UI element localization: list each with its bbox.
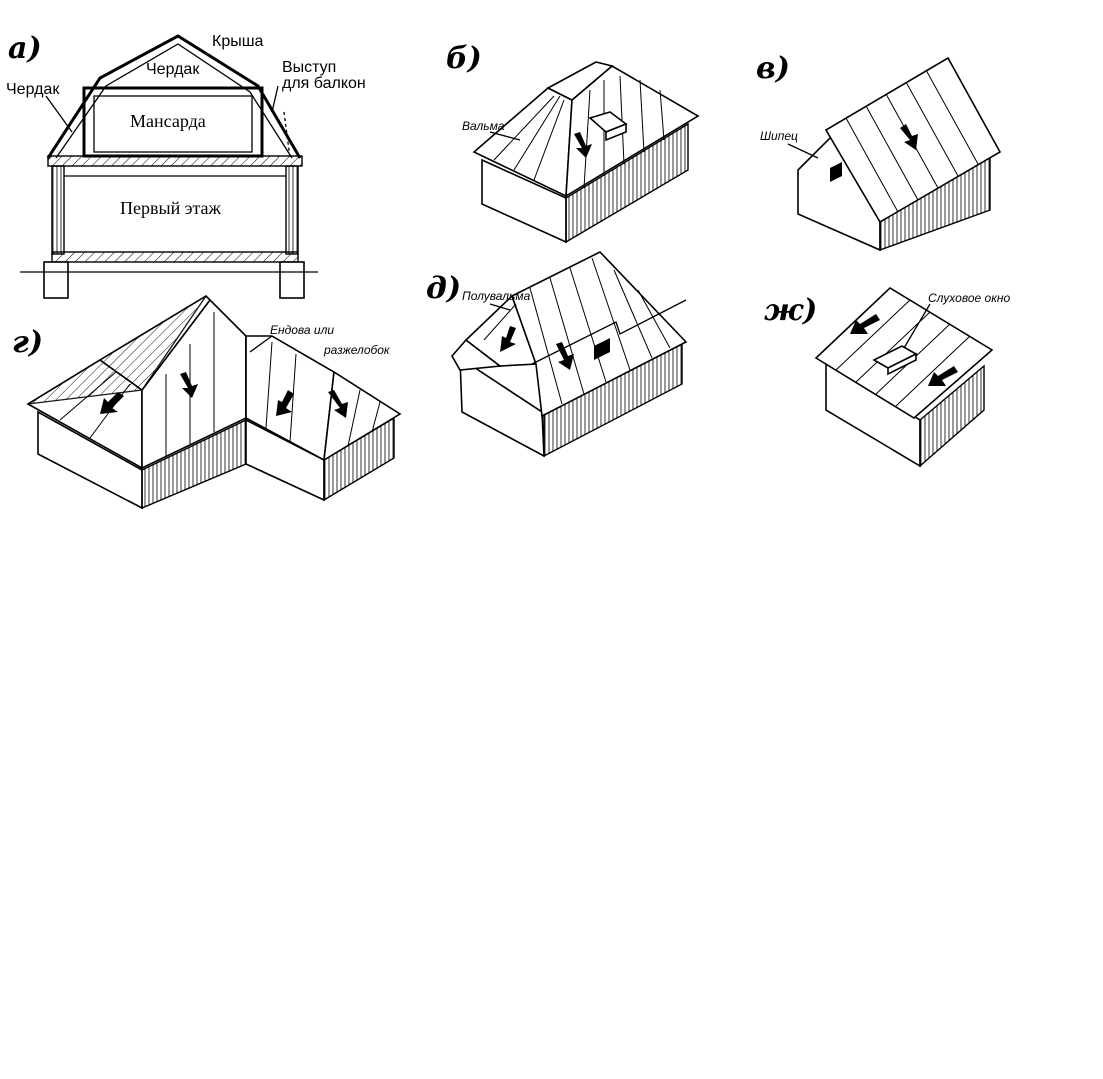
- label-hip: Вальма: [462, 119, 505, 133]
- house-g-arrow-1: [100, 392, 124, 414]
- panel-zh-letter: ж): [764, 293, 817, 328]
- label-attic-top: Чердак: [146, 61, 200, 78]
- panel-g-letter: г): [12, 325, 43, 360]
- label-valley-1: Ендова или: [270, 323, 334, 337]
- right-wall: [285, 165, 299, 255]
- hip-leader: [489, 131, 521, 141]
- panel-v-letter: в): [756, 51, 790, 86]
- house-d-roof-step: [531, 299, 687, 365]
- left-wall: [51, 165, 65, 255]
- house-g-back-hatched: [27, 295, 207, 405]
- attic-leader: [45, 95, 73, 133]
- label-valley-2: разжелобок: [323, 343, 391, 357]
- mansard-room-inner: [93, 95, 253, 153]
- house-g-roof-hatch: [59, 312, 381, 456]
- panel-d-half-hip-roof: д) Полувальма: [426, 251, 688, 458]
- house-d-dormer: [594, 338, 610, 360]
- valley-leader: [249, 335, 273, 353]
- house-g-arrow-4: [328, 390, 348, 418]
- house-b-slope-arrow: [574, 132, 592, 158]
- label-balcony-1: Выступ: [282, 59, 336, 76]
- house-b-side-wall: [565, 122, 689, 244]
- label-half-hip: Полувальма: [462, 289, 531, 303]
- house-v-roof-hatch: [845, 69, 979, 213]
- label-attic-left: Чердак: [6, 81, 60, 98]
- panel-b-letter: б): [446, 41, 482, 76]
- label-dormer: Слуховое окно: [928, 291, 1010, 305]
- label-balcony-2: для балкон: [282, 75, 366, 92]
- house-g-hip-right: [323, 370, 402, 462]
- left-foundation: [43, 261, 69, 299]
- house-v-slope-arrow: [900, 124, 918, 150]
- ground-slab: [51, 251, 299, 263]
- panel-g-l-shaped-roof: г) Ендова или разже: [12, 294, 402, 510]
- gable-leader: [787, 143, 819, 159]
- label-gable: Шипец: [760, 129, 798, 143]
- house-zh-arrow-1: [850, 314, 880, 334]
- house-g-arrow-2: [180, 372, 198, 398]
- roof-inner-line: [55, 43, 293, 159]
- panel-zh-shed-roof: ж) Слуховое окно: [764, 286, 1010, 468]
- house-v-gable-window: [830, 162, 842, 182]
- panel-a-letter: а): [8, 31, 42, 66]
- panel-b-hip-roof: б) Вальма: [446, 41, 700, 244]
- label-mansard: Мансарда: [130, 111, 206, 131]
- house-g-arrow-3: [276, 390, 294, 416]
- house-d-roof-hatch: [483, 257, 671, 405]
- house-d-arrow-2: [556, 342, 574, 370]
- panel-d-letter: д): [426, 271, 461, 306]
- house-d-main-slope: [511, 251, 688, 418]
- dormer-leader: [903, 303, 931, 349]
- house-zh-side-wall: [919, 364, 985, 468]
- label-roof: Крыша: [212, 33, 264, 50]
- house-d-arrow-1: [500, 326, 516, 352]
- right-foundation: [279, 261, 305, 299]
- house-zh-arrow-2: [928, 366, 958, 386]
- house-d-front-wall: [459, 356, 545, 458]
- floor-slab: [47, 155, 303, 167]
- panel-a-section: а) Крыша Чердак Чердак Выступ для балкон…: [6, 31, 366, 299]
- half-hip-leader: [489, 303, 511, 311]
- house-g-slope-front: [141, 298, 247, 470]
- panel-v-gable-roof: в) Шипец: [756, 51, 1002, 252]
- house-b-ridge-face: [546, 61, 614, 101]
- label-first-floor: Первый этаж: [120, 198, 222, 218]
- balcony-leader: [271, 85, 279, 113]
- balcony-ledge: [283, 111, 291, 159]
